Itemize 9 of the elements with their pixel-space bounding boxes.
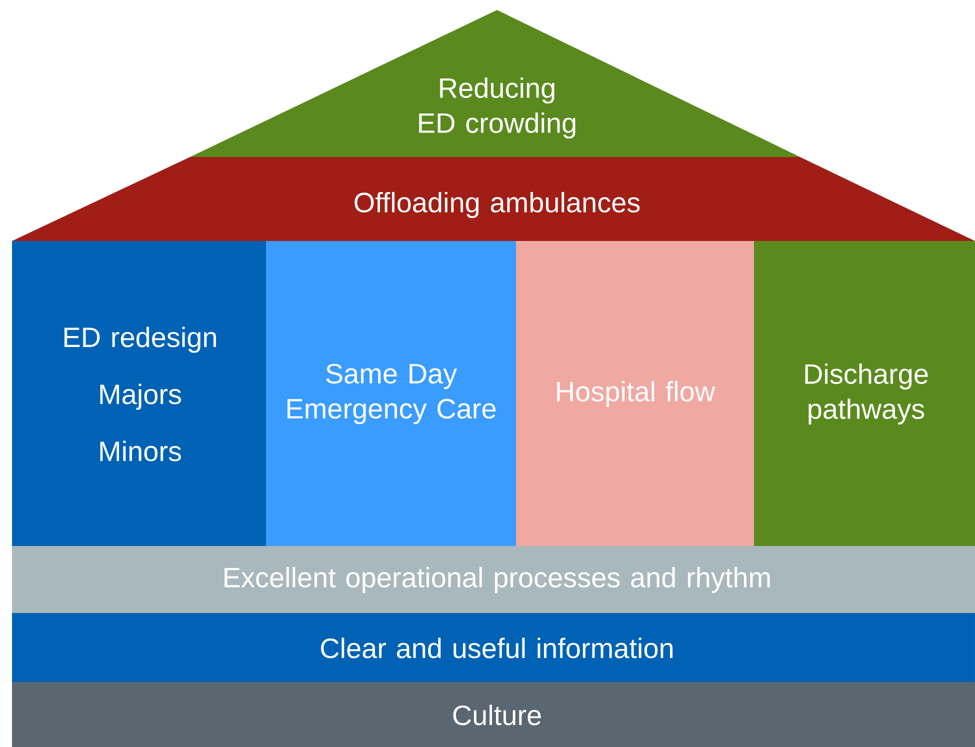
pillar: Discharge pathways — [754, 241, 975, 546]
pillar: ED redesign Majors Minors — [12, 241, 266, 546]
pillar: Same Day Emergency Care — [266, 241, 516, 546]
roof-triangle: Reducing ED crowding — [190, 10, 800, 157]
pillar: Hospital flow — [516, 241, 754, 546]
foundation-band: Excellent operational processes and rhythm — [12, 546, 975, 613]
foundation-band: Culture — [12, 682, 975, 747]
foundation-band: Clear and useful information — [12, 612, 975, 682]
roof-band: Offloading ambulances — [12, 157, 975, 241]
